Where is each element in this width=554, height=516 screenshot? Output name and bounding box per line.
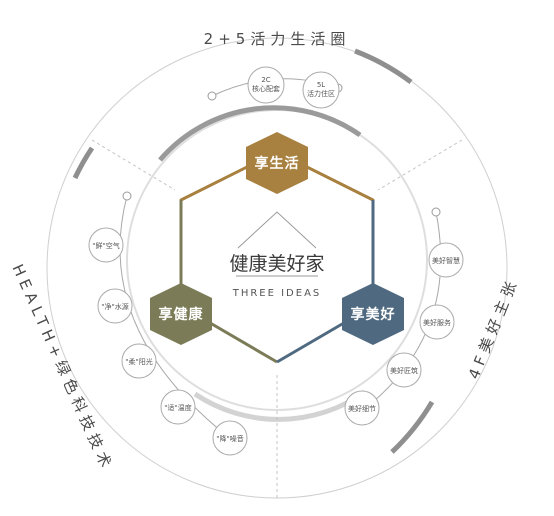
hex-right-label: 享美好 — [351, 306, 396, 323]
top-node-2c-line2: 核心配套 — [252, 84, 280, 93]
left-node-noise[interactable]: "降"噪音 — [212, 420, 248, 456]
right-node-service-circle — [419, 304, 455, 340]
left-node-sunlight-label: "柔"阳光 — [125, 357, 152, 366]
right-node-detail[interactable]: 美好细节 — [344, 390, 380, 426]
top-node-2c-circle — [247, 66, 285, 104]
inner-accent-bottom — [193, 389, 367, 422]
left-node-water-label: "净"水源 — [101, 302, 128, 311]
right-node-smart-circle — [428, 242, 464, 278]
left-node-temperature-circle — [160, 389, 196, 425]
top-connector-start — [207, 91, 217, 101]
left-node-sunlight-circle — [121, 343, 157, 379]
hex-top[interactable]: 享生活 — [246, 132, 308, 194]
right-connector-start — [431, 207, 441, 217]
right-node-service[interactable]: 美好服务 — [419, 304, 455, 340]
left-node-temperature-label: "适"温度 — [164, 403, 191, 412]
top-node-2c-line1: 2C — [261, 76, 270, 84]
left-node-temperature[interactable]: "适"温度 — [160, 389, 196, 425]
hex-left[interactable]: 享健康 — [150, 283, 212, 345]
left-connector — [119, 195, 233, 441]
hex-left-label: 享健康 — [159, 306, 204, 323]
hex-top-shape — [246, 132, 308, 194]
hex-right-shape — [342, 283, 404, 345]
outer-accent-left — [72, 146, 95, 180]
top-node-5l-circle — [302, 71, 340, 109]
left-node-air-label: "鲜"空气 — [92, 241, 119, 250]
arc-title-right: 4F美好主张 — [465, 275, 522, 382]
left-node-sunlight[interactable]: "柔"阳光 — [121, 343, 157, 379]
separator-upper-right — [377, 139, 463, 191]
left-node-noise-label: "降"噪音 — [216, 434, 243, 443]
right-node-craft[interactable]: 美好匠筑 — [386, 352, 422, 388]
top-node-5l[interactable]: 5L 活力住区 — [302, 71, 340, 109]
right-node-smart-label: 美好智慧 — [432, 256, 460, 265]
brand-text: 健康美好家 — [229, 253, 324, 275]
subtitle-text: THREE IDEAS — [232, 288, 322, 299]
right-node-craft-label: 美好匠筑 — [390, 366, 418, 375]
outer-accent-top-right — [354, 48, 413, 84]
right-node-detail-label: 美好细节 — [348, 404, 376, 413]
right-node-craft-circle — [386, 352, 422, 388]
left-node-noise-circle — [212, 420, 248, 456]
top-node-5l-line1: 5L — [317, 81, 325, 89]
separator-upper-left — [91, 139, 176, 191]
left-node-air[interactable]: "鲜"空气 — [88, 227, 124, 263]
top-node-5l-line2: 活力住区 — [307, 89, 335, 98]
hex-top-label: 享生活 — [255, 155, 300, 172]
left-node-water[interactable]: "净"水源 — [97, 288, 133, 324]
inner-accent-top — [158, 105, 362, 162]
right-node-detail-circle — [344, 390, 380, 426]
right-node-smart[interactable]: 美好智慧 — [428, 242, 464, 278]
hex-right[interactable]: 享美好 — [342, 283, 404, 345]
top-node-2c[interactable]: 2C 核心配套 — [247, 66, 285, 104]
left-node-water-circle — [97, 288, 133, 324]
outer-accent-bottom-right — [390, 400, 435, 454]
arc-title-left: HEALTH+绿色科技技术 — [9, 261, 117, 474]
right-node-service-label: 美好服务 — [423, 318, 451, 327]
left-connector-start — [122, 191, 132, 201]
arc-title-top: 2+5活力生活圈 — [204, 30, 351, 48]
left-node-air-circle — [88, 227, 124, 263]
hex-left-shape — [150, 283, 212, 345]
house-icon — [237, 211, 317, 249]
